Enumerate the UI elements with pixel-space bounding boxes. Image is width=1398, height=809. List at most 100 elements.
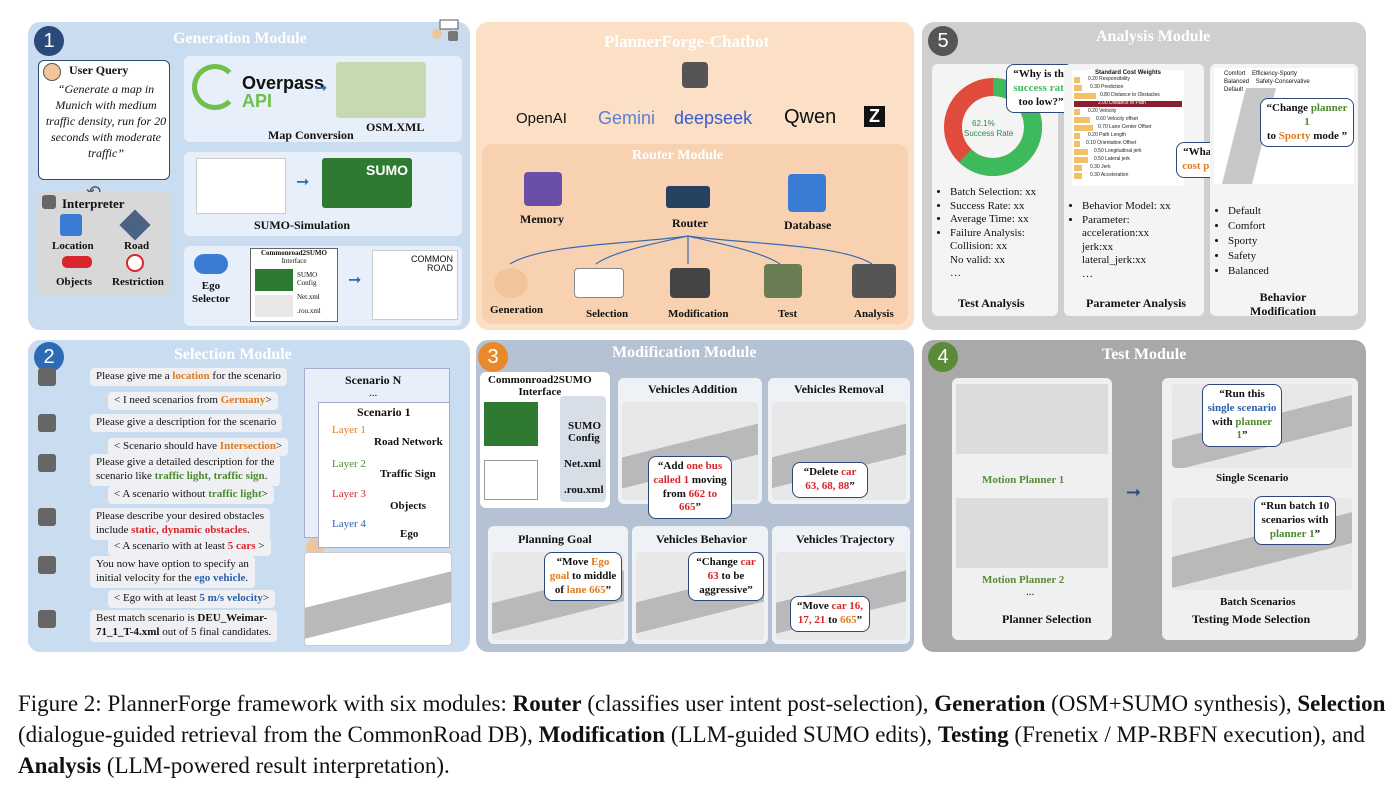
layer-1: Layer 1 xyxy=(332,424,366,436)
weight-bar: 0.10 Orientation Offset xyxy=(1072,140,1184,148)
zhipu-logo: Z xyxy=(864,106,885,127)
weight-bar: 2.00 Distance to Path xyxy=(1072,100,1184,108)
net-xml-label: Net.xml xyxy=(297,293,320,301)
database-label: Database xyxy=(784,218,832,232)
interpreter-box: Interpreter Location Road Objects Restri… xyxy=(38,192,170,296)
weight-bar: 0.20 Velocity xyxy=(1072,108,1184,116)
test-module-title: Test Module xyxy=(1102,346,1187,363)
selected-scenario-map xyxy=(304,552,452,646)
testing-mode-box: “Run this single scenario with planner 1… xyxy=(1162,378,1358,640)
arrow-icon: ➞ xyxy=(296,172,310,191)
road-network-thumbnail xyxy=(196,158,286,214)
motion-planner-2-plot xyxy=(956,498,1108,568)
single-scenario-request: “Run this single scenario with planner 1… xyxy=(1202,384,1282,447)
layer-3: Layer 3 xyxy=(332,488,366,500)
weight-bar: 0.30 Prediction xyxy=(1072,84,1184,92)
overpass-swirl-icon xyxy=(192,64,238,110)
sumo-simulation-label: SUMO-Simulation xyxy=(254,218,351,232)
module-badge-2: 2 xyxy=(34,342,64,372)
planner-selection-label: Planner Selection xyxy=(1002,612,1092,626)
test-module-panel: 4 Test Module Motion Planner 1 Motion Pl… xyxy=(922,340,1366,652)
router-label: Router xyxy=(672,216,708,230)
success-rate-donut xyxy=(944,78,1042,176)
flow-analysis: Analysis xyxy=(854,308,894,320)
test-stats-list: Batch Selection: xx Success Rate: xx Ave… xyxy=(938,186,1036,281)
qwen-logo: Qwen xyxy=(784,106,837,128)
batch-scenarios-label: Batch Scenarios xyxy=(1220,596,1296,608)
generation-module-panel: 1 Generation Module User Query “Generate… xyxy=(28,19,470,330)
motion-planner-1-label: Motion Planner 1 xyxy=(982,474,1065,486)
router-connections xyxy=(509,235,873,265)
flow-generation: Generation xyxy=(490,304,544,316)
restriction-icon xyxy=(126,254,144,272)
vehicles-removal-box: Vehicles Removal “Delete car 63, 68, 88” xyxy=(768,378,910,504)
weight-bar: 0.80 Distance to Obstacles xyxy=(1072,92,1184,100)
weight-bar: 0.30 Acceleration xyxy=(1072,172,1184,180)
weight-bar: 0.30 Jerk xyxy=(1072,164,1184,172)
chat-message: < A scenario without traffic light> xyxy=(108,486,324,504)
behavior-modification-box: Comfort Efficiency-Sporty Balanced Safet… xyxy=(1210,64,1358,318)
motion-planner-1-plot xyxy=(956,384,1108,454)
flow-test: Test xyxy=(778,308,798,320)
robot-icon xyxy=(38,414,56,432)
module-badge-1: 1 xyxy=(34,26,64,56)
router-icon xyxy=(666,186,710,208)
interp-restriction: Restriction xyxy=(112,276,164,288)
memory-label: Memory xyxy=(520,212,564,226)
weight-bar: 0.20 Path Length xyxy=(1072,132,1184,140)
change-mode-request: “Change planner 1 to Sporty mode ” xyxy=(1260,98,1354,148)
net-xml-label: Net.xml xyxy=(564,458,601,470)
donut-pct: 62.1% xyxy=(972,119,995,128)
interpreter-robot-icon xyxy=(42,195,56,209)
analysis-module-title: Analysis Module xyxy=(1096,28,1211,45)
c2s-interface-box: Commonroad2SUMO Interface SUMO Config Ne… xyxy=(250,248,338,322)
layer-2-name: Traffic Sign xyxy=(380,468,436,480)
provider-logos: OpenAI Gemini deepseek Qwen Z xyxy=(506,106,906,136)
interp-road: Road xyxy=(124,240,150,252)
weight-bar: 0.60 Velocity offset xyxy=(1072,116,1184,124)
planning-goal-box: Planning Goal “Move Ego goal to middle o… xyxy=(488,526,628,644)
weight-bar: 0.20 Responsibility xyxy=(1072,76,1184,84)
generation-module-title: Generation Module xyxy=(173,30,307,47)
batch-scenario-request: “Run batch 10 scenarios with planner 1” xyxy=(1254,496,1336,546)
rou-xml-label: .rou.xml xyxy=(564,484,604,496)
chat-message: Please give me a location for the scenar… xyxy=(38,368,287,386)
overpass-logo: Overpass API xyxy=(242,73,325,111)
chat-message: Best match scenario is DEU_Weimar-71_1_T… xyxy=(38,610,278,642)
parameter-analysis-box: Standard Cost Weights 0.20 Responsibilit… xyxy=(1064,64,1270,316)
layer-4: Layer 4 xyxy=(332,518,366,530)
user-robot-icon xyxy=(428,18,462,44)
selection-module-title: Selection Module xyxy=(174,346,292,363)
vehicle-behavior-request: “Change car 63 to be aggressive” xyxy=(688,552,764,602)
remove-vehicle-request: “Delete car 63, 68, 88” xyxy=(792,462,868,498)
chat-message: < A scenario with at least 5 cars > xyxy=(108,538,324,556)
openai-logo: OpenAI xyxy=(516,110,567,127)
planning-goal-request: “Move Ego goal to middle of lane 665” xyxy=(544,552,622,602)
parameter-list: Behavior Model: xx Parameter: accelerati… xyxy=(1070,200,1171,281)
layer-1-name: Road Network xyxy=(374,436,443,448)
vehicles-addition-box: Vehicles Addition “Add one bus called 1 … xyxy=(618,378,762,519)
map-conversion-box: Overpass API ➞ OSM.XML Map Conversion xyxy=(184,56,462,142)
chat-message: < Scenario should have Intersection> xyxy=(108,438,324,456)
analysis-module-panel: 5 Analysis Module 62.1% Success Rate “Wh… xyxy=(922,22,1366,330)
layer-2: Layer 2 xyxy=(332,458,366,470)
planner-selection-box: Motion Planner 1 Motion Planner 2 ... Pl… xyxy=(952,378,1112,640)
user-query-text: “Generate a map in Munich with medium tr… xyxy=(45,82,167,160)
arrow-icon: ➞ xyxy=(1126,482,1142,503)
router-module-title: Router Module xyxy=(632,148,724,163)
objects-icon xyxy=(62,256,92,268)
road-icon xyxy=(119,209,151,241)
user-query-box: User Query “Generate a map in Munich wit… xyxy=(38,60,170,180)
interpreter-title: Interpreter xyxy=(62,196,125,211)
map-conversion-label: Map Conversion xyxy=(268,128,354,142)
sumo-sim-thumbnail: SUMO xyxy=(322,158,412,208)
sumo-config-label: SUMO Config xyxy=(297,271,318,287)
vehicles-trajectory-box: Vehicles Trajectory “Move car 16, 17, 21… xyxy=(772,526,910,644)
parameter-analysis-label: Parameter Analysis xyxy=(1086,296,1187,310)
deepseek-logo: deepseek xyxy=(674,108,753,128)
